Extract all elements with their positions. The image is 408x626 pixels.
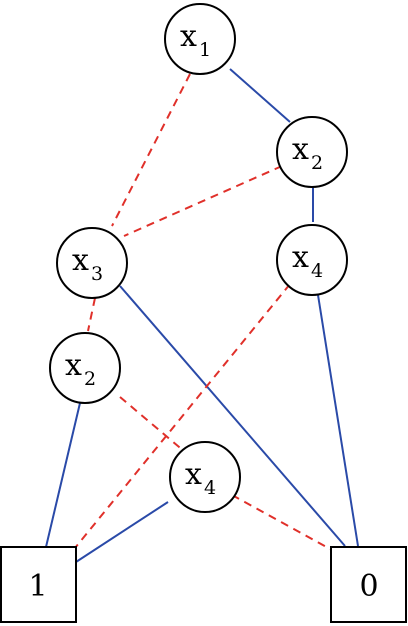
node-var: x	[180, 19, 197, 54]
node-index: 1	[199, 39, 211, 61]
edge-x2-x3	[123, 165, 283, 237]
node-var: x	[292, 132, 309, 167]
edge-x4-terminal-1	[74, 283, 291, 549]
node-x4: x 4	[276, 224, 348, 296]
node-index: 3	[91, 263, 103, 285]
terminal-label: 0	[359, 569, 378, 604]
node-circle	[276, 224, 348, 296]
edge-x3-terminal-0	[119, 285, 346, 547]
terminal-0: 0	[330, 546, 407, 623]
terminal-label: 1	[28, 569, 47, 604]
edge-x1-x3	[111, 73, 191, 227]
node-x2-lower: x 2	[49, 332, 121, 404]
edge-x4b-terminal-0	[231, 494, 333, 551]
node-var: x	[292, 240, 309, 275]
node-circle	[169, 441, 241, 513]
node-x2: x 2	[276, 116, 348, 188]
edges-layer	[45, 68, 359, 563]
node-x1: x 1	[164, 3, 236, 75]
node-var: x	[185, 457, 202, 492]
edge-x3-x2b	[87, 297, 96, 332]
node-var: x	[65, 348, 82, 383]
edge-x2b-terminal-1	[45, 402, 81, 548]
node-index: 4	[204, 477, 216, 499]
terminal-1: 1	[0, 546, 77, 623]
node-circle	[49, 332, 121, 404]
terminal-box	[330, 546, 407, 623]
terminals-layer: 1 0	[0, 546, 407, 623]
nodes-layer: x 1 x 2 x 3 x 4 x 2 x 4	[49, 3, 348, 513]
node-x3: x 3	[56, 227, 128, 299]
edge-x4b-terminal-1	[75, 501, 169, 563]
node-circle	[164, 3, 236, 75]
edge-x1-x2	[229, 68, 291, 123]
terminal-box	[0, 546, 77, 623]
node-x4-lower: x 4	[169, 441, 241, 513]
node-index: 2	[311, 152, 323, 174]
node-circle	[276, 116, 348, 188]
edge-x4-terminal-0	[317, 294, 359, 547]
node-index: 4	[311, 260, 323, 282]
node-var: x	[72, 243, 89, 278]
edge-x2b-x4b	[119, 396, 186, 453]
node-circle	[56, 227, 128, 299]
node-index: 2	[84, 368, 96, 390]
